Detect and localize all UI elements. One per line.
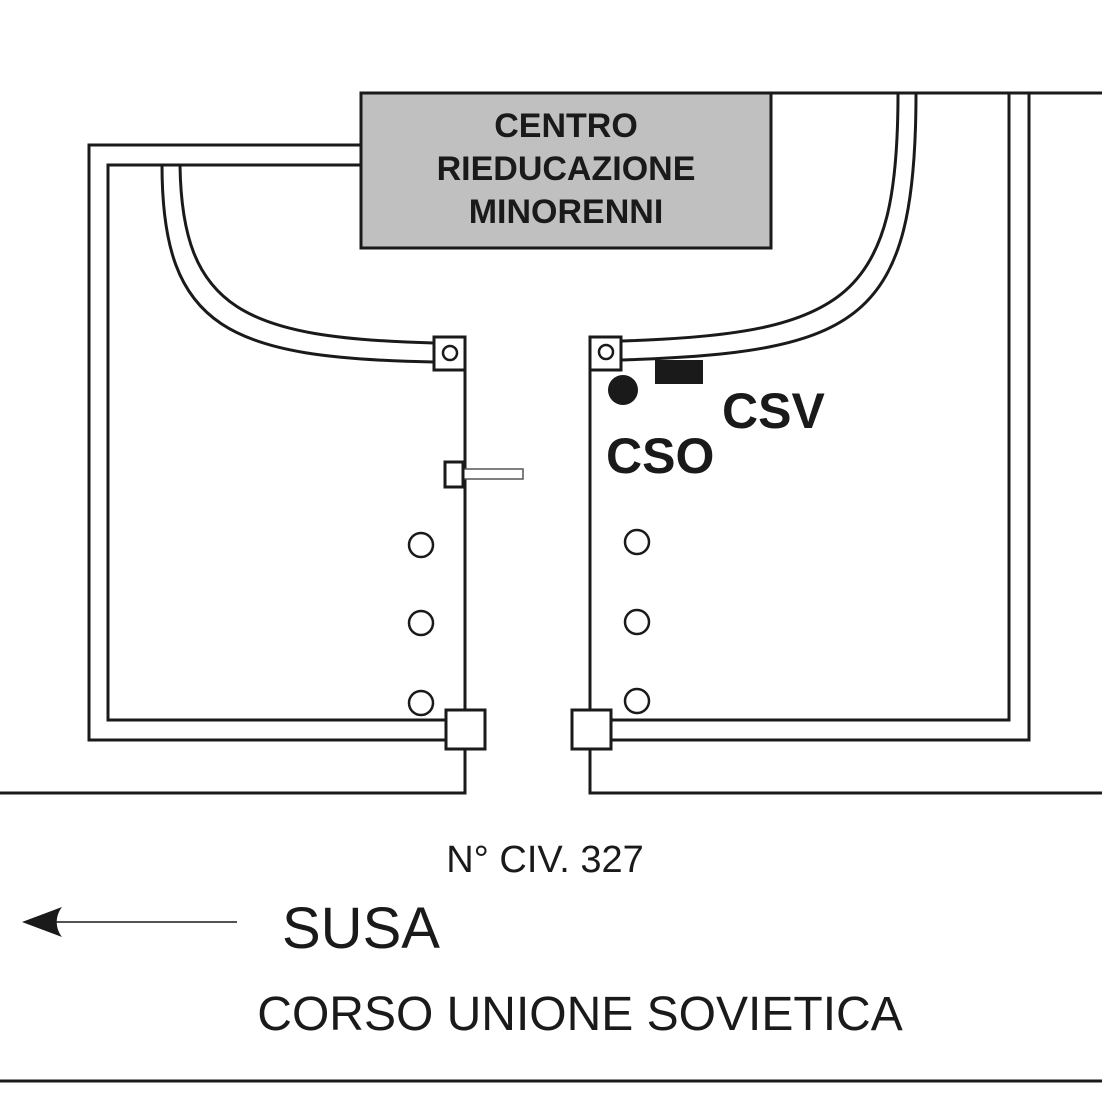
filled-circle-icon bbox=[608, 375, 638, 405]
left-bollard-1 bbox=[407, 531, 435, 559]
civic-number-label: N° CIV. 327 bbox=[446, 839, 644, 881]
right-top-pillar bbox=[588, 335, 623, 372]
gate-device-bar bbox=[462, 468, 524, 480]
left-top-pillar-hole bbox=[441, 344, 459, 362]
street-edge-right bbox=[588, 750, 1102, 795]
left-bollard-2 bbox=[407, 609, 435, 637]
left-bottom-pillar bbox=[444, 708, 487, 751]
gate-device-box bbox=[443, 460, 465, 489]
right-bottom-pillar bbox=[570, 708, 613, 751]
street-edge-left bbox=[0, 750, 467, 795]
right-perimeter-fence-outer bbox=[611, 93, 1031, 742]
street-name-label: CORSO UNIONE SOVIETICA bbox=[257, 988, 902, 1041]
csv-label: CSV bbox=[722, 383, 825, 439]
left-top-pillar bbox=[432, 335, 467, 372]
right-top-pillar-hole bbox=[597, 343, 615, 361]
cso-label: CSO bbox=[606, 428, 714, 484]
building-centro-rieducazione bbox=[359, 91, 773, 250]
right-bollard-1 bbox=[623, 528, 651, 556]
right-bollard-2 bbox=[623, 608, 651, 636]
left-curved-path-outer bbox=[160, 164, 435, 364]
filled-rectangle-icon bbox=[655, 360, 703, 384]
left-bollard-3 bbox=[407, 689, 435, 717]
building-label-line-2: RIEDUCAZIONE bbox=[437, 150, 696, 188]
building-label-line-1: CENTRO bbox=[494, 107, 638, 145]
direction-label: SUSA bbox=[282, 896, 440, 961]
building-label-line-3: MINORENNI bbox=[469, 193, 664, 231]
right-curved-path-inner bbox=[621, 92, 900, 343]
arrow-left-icon bbox=[22, 907, 62, 937]
right-curved-path-outer bbox=[621, 92, 918, 362]
left-perimeter-fence-outer bbox=[87, 143, 446, 742]
left-curved-path-inner bbox=[178, 164, 435, 345]
right-perimeter-fence-inner bbox=[611, 93, 1011, 722]
right-bollard-3 bbox=[623, 687, 651, 715]
left-perimeter-fence-inner bbox=[106, 163, 446, 722]
